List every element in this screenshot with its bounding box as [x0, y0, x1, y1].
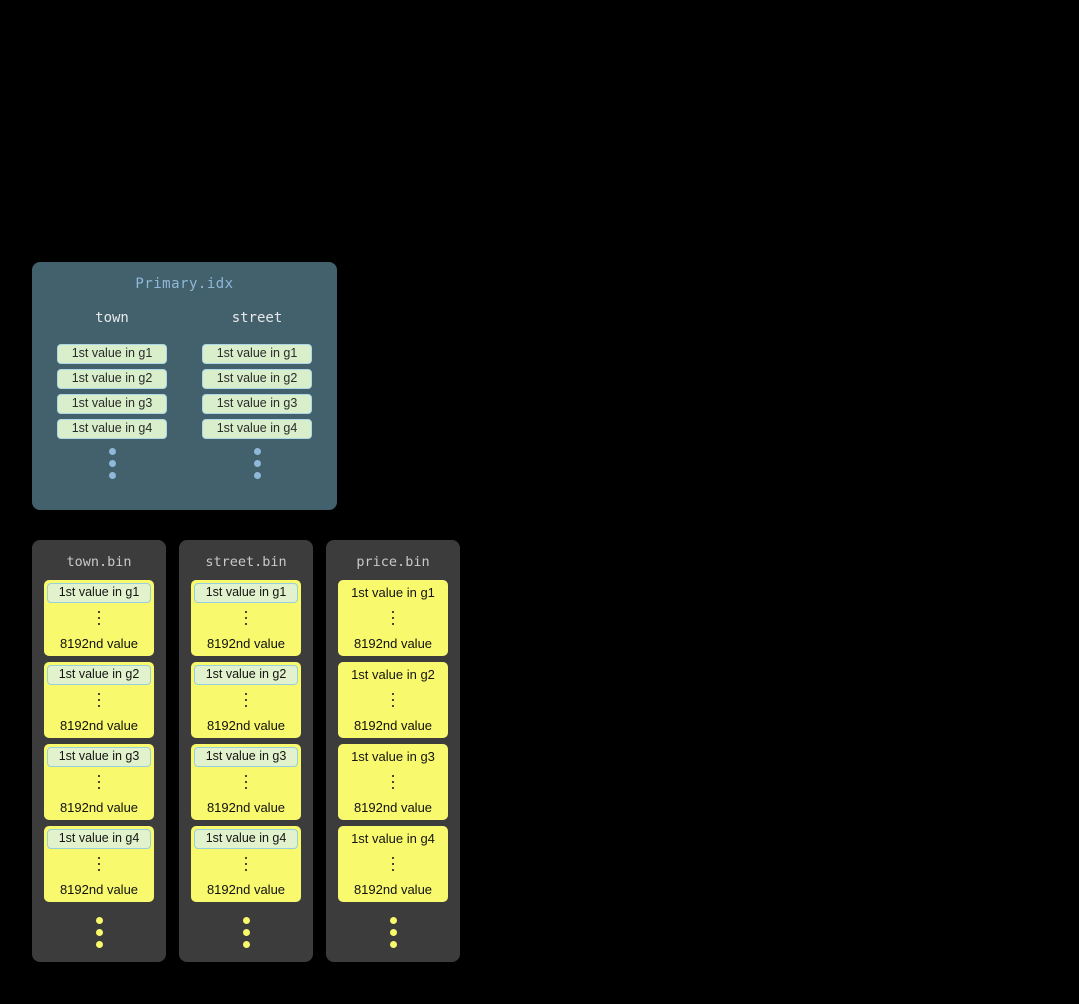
granule-first-value: 1st value in g4: [47, 829, 151, 849]
granule-first-value: 1st value in g2: [351, 667, 435, 682]
vertical-ellipsis-icon: [391, 856, 395, 875]
vertical-ellipsis-icon: [97, 610, 101, 629]
granule-block: 1st value in g2 8192nd value: [338, 662, 448, 738]
vertical-ellipsis-icon: [244, 774, 248, 793]
granule-first-value: 1st value in g1: [351, 585, 435, 600]
granule-block: 1st value in g2 8192nd value: [191, 662, 301, 738]
granule-first-value: 1st value in g2: [47, 665, 151, 685]
granule-last-value: 8192nd value: [206, 718, 286, 733]
bin-file-title: price.bin: [356, 554, 430, 570]
granule-list: 1st value in g1 8192nd value 1st value i…: [32, 580, 166, 953]
granule-list: 1st value in g1 8192nd value 1st value i…: [179, 580, 313, 953]
granule-last-value: 8192nd value: [353, 800, 433, 815]
ellipsis-icon: [57, 448, 167, 479]
granule-first-value: 1st value in g3: [351, 749, 435, 764]
granule-last-value: 8192nd value: [353, 718, 433, 733]
granule-last-value: 8192nd value: [59, 636, 139, 651]
granule-first-value: 1st value in g4: [351, 831, 435, 846]
granule-block: 1st value in g3 8192nd value: [44, 744, 154, 820]
bin-file-title: street.bin: [205, 554, 287, 570]
granule-last-value: 8192nd value: [59, 800, 139, 815]
granule-last-value: 8192nd value: [206, 636, 286, 651]
granule-last-value: 8192nd value: [59, 882, 139, 897]
vertical-ellipsis-icon: [97, 856, 101, 875]
granule-first-value: 1st value in g1: [47, 583, 151, 603]
index-entry: 1st value in g1: [202, 344, 312, 364]
index-entry: 1st value in g3: [202, 394, 312, 414]
vertical-ellipsis-icon: [97, 692, 101, 711]
granule-first-value: 1st value in g3: [194, 747, 298, 767]
vertical-ellipsis-icon: [244, 692, 248, 711]
index-entry: 1st value in g2: [202, 369, 312, 389]
vertical-ellipsis-icon: [97, 774, 101, 793]
granule-last-value: 8192nd value: [353, 636, 433, 651]
primary-index-panel: Primary.idx town 1st value in g1 1st val…: [32, 262, 337, 510]
bin-files-row: town.bin 1st value in g1 8192nd value 1s…: [32, 540, 460, 962]
bin-panel-town: town.bin 1st value in g1 8192nd value 1s…: [32, 540, 166, 962]
granule-last-value: 8192nd value: [59, 718, 139, 733]
ellipsis-icon: [95, 917, 103, 953]
granule-first-value: 1st value in g3: [47, 747, 151, 767]
vertical-ellipsis-icon: [391, 692, 395, 711]
bin-panel-price: price.bin 1st value in g1 8192nd value 1…: [326, 540, 460, 962]
granule-last-value: 8192nd value: [206, 882, 286, 897]
granule-block: 1st value in g1 8192nd value: [338, 580, 448, 656]
granule-first-value: 1st value in g2: [194, 665, 298, 685]
granule-first-value: 1st value in g4: [194, 829, 298, 849]
ellipsis-icon: [389, 917, 397, 953]
granule-last-value: 8192nd value: [353, 882, 433, 897]
bin-panel-street: street.bin 1st value in g1 8192nd value …: [179, 540, 313, 962]
index-column-town: town 1st value in g1 1st value in g2 1st…: [57, 310, 167, 484]
granule-block: 1st value in g1 8192nd value: [44, 580, 154, 656]
vertical-ellipsis-icon: [391, 774, 395, 793]
granule-block: 1st value in g1 8192nd value: [191, 580, 301, 656]
granule-block: 1st value in g3 8192nd value: [338, 744, 448, 820]
granule-block: 1st value in g4 8192nd value: [338, 826, 448, 902]
vertical-ellipsis-icon: [391, 610, 395, 629]
granule-block: 1st value in g2 8192nd value: [44, 662, 154, 738]
granule-first-value: 1st value in g1: [194, 583, 298, 603]
granule-block: 1st value in g4 8192nd value: [44, 826, 154, 902]
index-entry: 1st value in g4: [202, 419, 312, 439]
granule-last-value: 8192nd value: [206, 800, 286, 815]
vertical-ellipsis-icon: [244, 856, 248, 875]
index-column-street: street 1st value in g1 1st value in g2 1…: [202, 310, 312, 484]
ellipsis-icon: [202, 448, 312, 479]
granule-block: 1st value in g4 8192nd value: [191, 826, 301, 902]
granule-block: 1st value in g3 8192nd value: [191, 744, 301, 820]
vertical-ellipsis-icon: [244, 610, 248, 629]
ellipsis-icon: [242, 917, 250, 953]
column-header: town: [95, 310, 129, 326]
index-entry: 1st value in g3: [57, 394, 167, 414]
index-entry: 1st value in g1: [57, 344, 167, 364]
bin-file-title: town.bin: [66, 554, 132, 570]
column-header: street: [231, 310, 283, 326]
primary-index-columns: town 1st value in g1 1st value in g2 1st…: [32, 310, 337, 484]
index-entry: 1st value in g2: [57, 369, 167, 389]
granule-list: 1st value in g1 8192nd value 1st value i…: [326, 580, 460, 953]
primary-index-title: Primary.idx: [135, 276, 234, 292]
index-entry: 1st value in g4: [57, 419, 167, 439]
